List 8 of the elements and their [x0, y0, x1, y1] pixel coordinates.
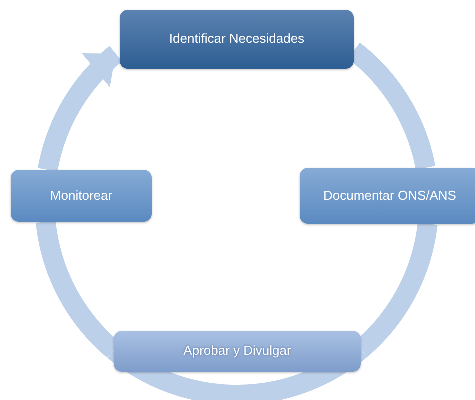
box-label: Identificar Necesidades	[169, 31, 305, 48]
process-box	[300, 168, 475, 224]
box-label: Documentar ONS/ANS	[324, 188, 456, 204]
process-box	[120, 10, 354, 69]
process-box	[114, 331, 361, 372]
box-label: Aprobar y Divulgar	[184, 343, 292, 360]
process-box	[11, 170, 152, 222]
box-label: Monitorear	[50, 188, 113, 204]
